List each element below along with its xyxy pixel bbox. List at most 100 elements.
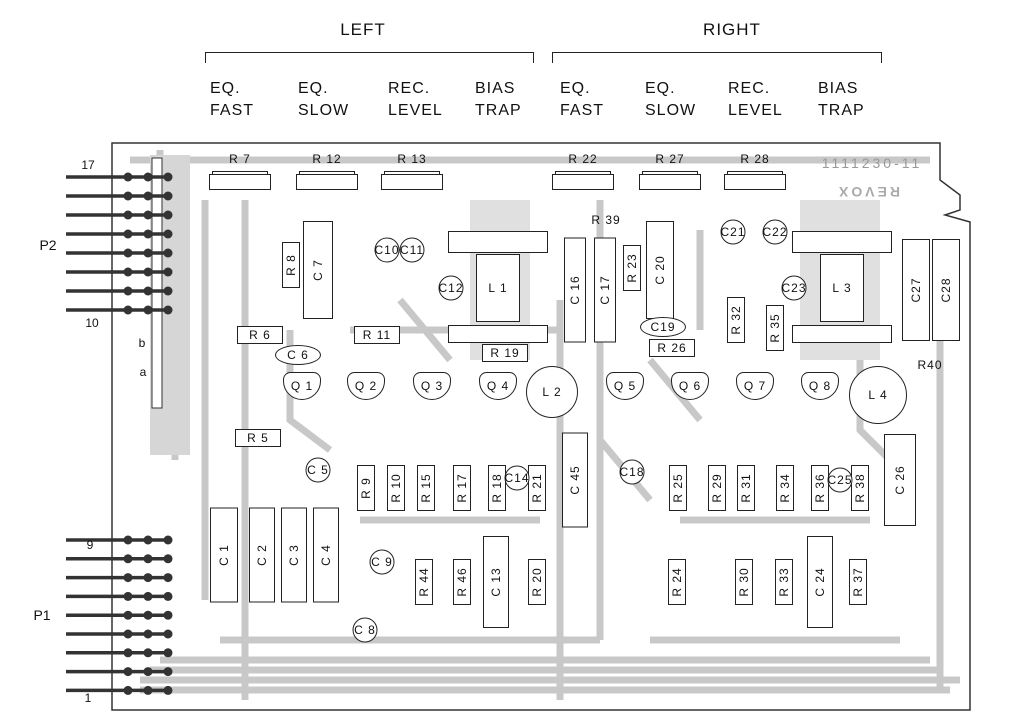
resistor-r5-body: [235, 429, 281, 447]
brand-mark: REVOX: [835, 184, 901, 200]
column-label: REC.LEVEL: [388, 78, 443, 122]
resistor-r29: R 29: [710, 473, 724, 503]
coil-l3-body: [820, 254, 864, 322]
column-line-1: EQ.: [645, 80, 676, 97]
column-line-2: TRAP: [475, 102, 522, 119]
trimmer-r12-body: [296, 174, 358, 190]
capacitor-c4: C 4: [319, 544, 333, 566]
resistor-r31-body: [737, 465, 755, 511]
capacitor-c10: C10: [374, 243, 400, 257]
solder-pad: [123, 591, 133, 601]
transistor-q5: Q 5: [613, 379, 637, 393]
coil-frame-body: [792, 231, 892, 253]
solder-pad: [163, 610, 173, 620]
solder-pad: [163, 667, 173, 677]
solder-pad: [143, 573, 153, 583]
resistor-r40-label: R40: [917, 358, 943, 372]
resistor-r11: R 11: [362, 328, 392, 342]
resistor-r36-body: [811, 465, 829, 511]
solder-pad: [123, 286, 133, 296]
capacitor-c3-body: [281, 507, 307, 603]
solder-pad: [163, 191, 173, 201]
capacitor-c21-body: [720, 219, 746, 245]
resistor-r25: R 25: [671, 473, 685, 503]
capacitor-c13: C 13: [489, 567, 503, 597]
capacitor-c24-body: [807, 536, 833, 628]
capacitor-c10-body: [374, 237, 400, 263]
capacitor-c45-body: [562, 432, 588, 528]
column-line-2: TRAP: [818, 102, 865, 119]
resistor-r19: R 19: [490, 346, 520, 360]
capacitor-c21: C21: [720, 225, 746, 239]
p1-pin-1-label: 1: [84, 691, 92, 705]
solder-pad: [123, 648, 133, 658]
trimmer-shaft-body: [299, 171, 355, 175]
capacitor-c14: C14: [504, 471, 530, 485]
trimmer-r27: R 27: [655, 152, 685, 166]
resistor-r25-body: [669, 465, 687, 511]
solder-pad: [163, 210, 173, 220]
coil-l3: L 3: [832, 281, 852, 295]
resistor-r9-body: [357, 465, 375, 511]
right-channel-header: RIGHT: [703, 20, 761, 39]
solder-pad: [163, 248, 173, 258]
coil-l4-body: [849, 366, 907, 424]
solder-pad: [163, 286, 173, 296]
coil-frame-body: [448, 231, 548, 253]
column-label: EQ.FAST: [560, 78, 604, 122]
solder-pad: [163, 629, 173, 639]
solder-pad: [143, 210, 153, 220]
solder-pad: [123, 667, 133, 677]
solder-pad: [143, 629, 153, 639]
solder-pad: [143, 305, 153, 315]
column-line-2: SLOW: [298, 102, 350, 119]
solder-pad: [123, 535, 133, 545]
resistor-r21: R 21: [530, 473, 544, 503]
resistor-r44-body: [415, 559, 433, 605]
board-part-number: 1111230-11: [821, 155, 923, 171]
solder-pad: [123, 305, 133, 315]
capacitor-c19-body: [640, 317, 686, 337]
solder-pad: [143, 610, 153, 620]
capacitor-c23-body: [781, 275, 807, 301]
resistor-r33: R 33: [777, 567, 791, 597]
resistor-r38-body: [851, 465, 869, 511]
solder-pad: [143, 667, 153, 677]
capacitor-c25: C25: [827, 473, 853, 487]
solder-pad: [143, 172, 153, 182]
capacitor-c25-body: [827, 467, 853, 493]
resistor-r46-body: [453, 559, 471, 605]
transistor-q7: Q 7: [743, 379, 767, 393]
resistor-r23: R 23: [625, 253, 639, 283]
switch-b-label: b: [138, 336, 146, 350]
resistor-r34-body: [776, 465, 794, 511]
resistor-r17: R 17: [455, 473, 469, 503]
coil-l1-body: [476, 254, 520, 322]
trimmer-r13: R 13: [397, 152, 427, 166]
transistor-q3: Q 3: [420, 379, 444, 393]
capacitor-c20-body: [646, 221, 674, 319]
capacitor-c2: C 2: [255, 544, 269, 566]
solder-pad: [163, 267, 173, 277]
resistor-r21-body: [528, 465, 546, 511]
capacitor-c7-body: [303, 221, 333, 319]
capacitor-c1-body: [210, 507, 238, 603]
resistor-r35: R 35: [768, 313, 782, 343]
capacitor-c19: C19: [650, 320, 676, 334]
resistor-r23-body: [623, 245, 641, 291]
left-channel-header: LEFT: [340, 20, 386, 39]
solder-pad: [163, 591, 173, 601]
p2-pin-10-label: 10: [85, 316, 99, 330]
trimmer-r27-body: [639, 174, 701, 190]
trimmer-r28-body: [724, 174, 786, 190]
capacitor-c4-body: [313, 507, 339, 603]
solder-pad: [123, 267, 133, 277]
capacitor-c16: C 16: [568, 275, 582, 305]
capacitor-c6-body: [275, 345, 321, 365]
p1-pin-9-label: 9: [86, 538, 94, 552]
resistor-r18-body: [488, 465, 506, 511]
solder-pad: [123, 573, 133, 583]
